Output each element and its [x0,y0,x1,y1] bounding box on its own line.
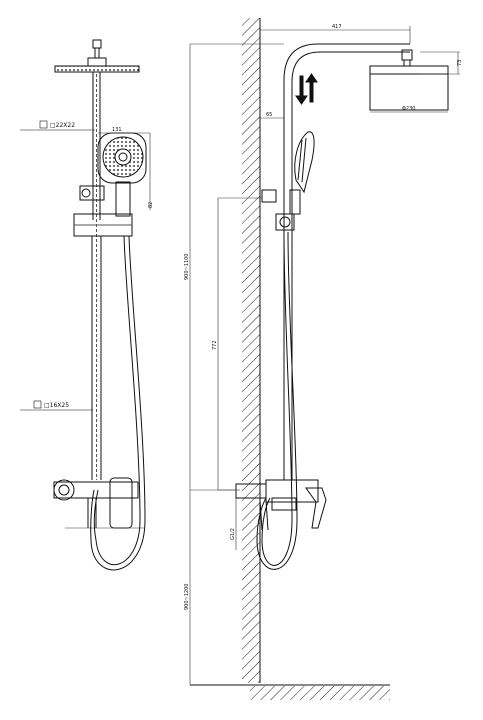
side-wall-bracket [261,189,295,231]
side-mixer [235,479,327,531]
front-pipe-label-upper: □22X22 [50,122,75,129]
side-hose [256,231,298,570]
front-rain-shower-head [54,39,140,73]
dim-bar-length: 772 [212,340,218,350]
front-shower-pipe [91,72,102,480]
dim-arm-length: 417 [332,24,342,30]
front-view [20,39,151,571]
dim-handshower-width: 131 [112,127,122,133]
dim-upper-small: 65 [266,112,272,118]
side-hand-shower [289,131,315,215]
dim-head-width: Φ230 [402,106,415,112]
dim-floor-height: 900~1200 [184,584,190,610]
front-slide-holder [73,185,133,237]
wall-hatch [242,18,260,683]
front-pipe-label-lower: □16X25 [44,402,69,409]
front-mixer [53,477,145,529]
dim-handshower-height: 82 [148,202,154,208]
side-shower-arm [283,43,413,480]
dimension-lines [189,26,460,685]
front-label-leaders [20,120,95,411]
side-rain-shower-head [369,65,449,111]
front-hand-shower [97,132,151,217]
floor-hatch [250,686,390,700]
dim-inlet: G1/2 [230,528,236,540]
dim-head-height: 73 [457,60,463,66]
side-view [235,43,449,570]
front-hose [90,235,146,571]
adjust-arrows [295,73,318,105]
dim-total-height: 900~1100 [184,254,190,280]
